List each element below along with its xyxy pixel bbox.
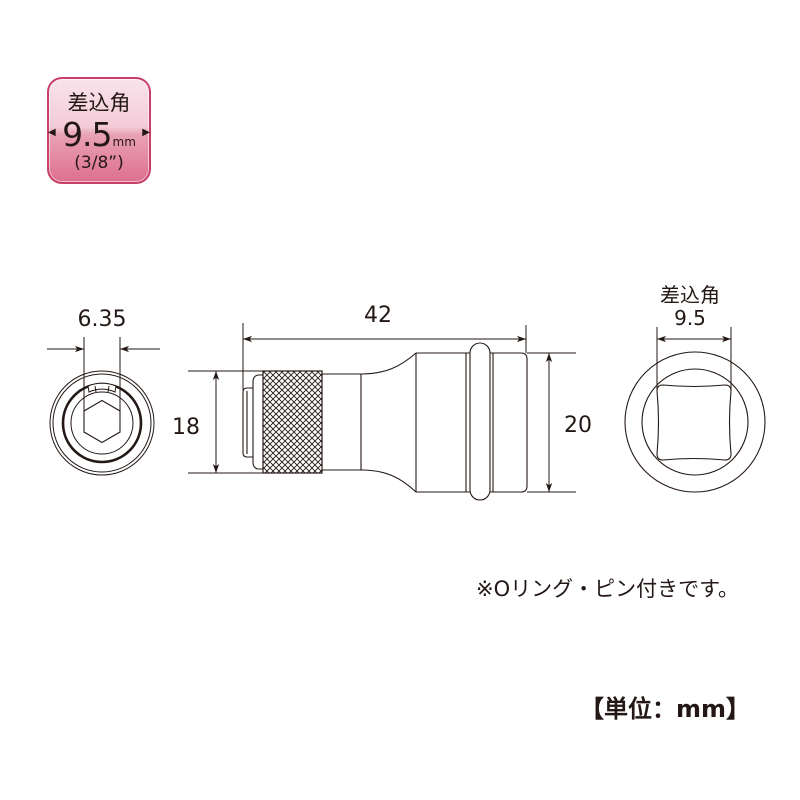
- badge-size-row: 9.5mm: [49, 117, 149, 153]
- badge-label: 差込角: [67, 91, 131, 115]
- arrow-left-icon: ◀: [48, 127, 56, 138]
- right-end-view: [624, 327, 766, 493]
- included-parts-note: ※Oリング・ピン付きです。: [476, 577, 740, 601]
- o-ring: [469, 342, 491, 501]
- left-end-view: [47, 337, 160, 476]
- pin-hole-icon: [87, 382, 117, 393]
- tail-diameter-label: 18: [172, 415, 200, 440]
- hex-width-label: 6.35: [78, 307, 127, 332]
- tail-diameter-dimension: [188, 370, 263, 474]
- side-view: [242, 342, 528, 501]
- square-drive-icon: [656, 384, 732, 461]
- knurled-sleeve: [262, 370, 323, 474]
- drive-label: 差込角: [660, 283, 720, 307]
- arrow-right-icon: ▶: [142, 127, 150, 138]
- badge-inch-size: (3/8”): [74, 153, 124, 173]
- length-dimension: [242, 323, 527, 392]
- head-diameter-dimension: [527, 352, 576, 493]
- head-diameter-label: 20: [564, 413, 592, 438]
- overall-length-label: 42: [364, 303, 392, 328]
- drive-size-label: 9.5: [674, 306, 706, 330]
- unit-label: 【単位：mm】: [580, 695, 751, 723]
- badge-size: 9.5: [62, 115, 112, 154]
- hex-socket-icon: [83, 399, 121, 444]
- badge-unit: mm: [112, 135, 136, 149]
- drive-size-badge: 差込角 ◀ 9.5mm ▶ (3/8”): [47, 77, 151, 184]
